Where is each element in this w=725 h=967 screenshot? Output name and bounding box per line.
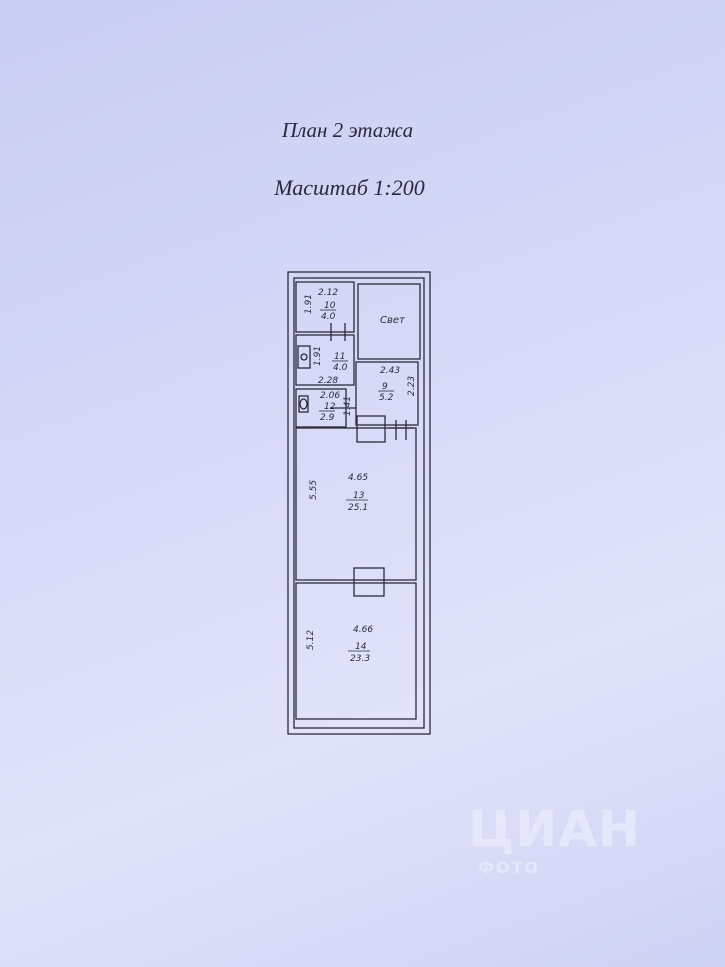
sink-fixture (297, 345, 311, 369)
room-10-dim-top: 2.12 (318, 288, 338, 298)
plan-title: План 2 этажа (281, 118, 414, 142)
room-11-dim-side: 1.91 (313, 346, 323, 366)
watermark-sub: ФОТО (478, 858, 540, 877)
room-9-dim-top: 2.43 (380, 366, 400, 376)
room-11-number: 11 (334, 352, 345, 362)
toilet-fixture (298, 395, 309, 413)
room-10-walls (295, 281, 355, 333)
room-13-walls (295, 427, 417, 581)
door-block-top (356, 415, 386, 443)
room-svet-label: Свет (380, 315, 406, 326)
room-10-number: 10 (324, 301, 336, 311)
outer-wall-inner (293, 277, 425, 729)
room-14-dim-side: 5.12 (306, 630, 316, 650)
room-14-dim-top: 4.66 (353, 625, 373, 635)
door-block-bottom (353, 567, 385, 597)
outer-wall-outer (287, 271, 431, 735)
room-13-area: 25.1 (348, 503, 368, 513)
room-11-walls (295, 334, 355, 386)
room-14-walls (295, 582, 417, 720)
room-9-number: 9 (382, 382, 388, 392)
room-12-dim-side: 1.41 (343, 396, 353, 416)
plan-scale: Масштаб 1:200 (274, 175, 425, 200)
watermark-logo: ЦИАН (468, 800, 641, 858)
room-svet-walls (357, 283, 421, 360)
room-11-area: 4.0 (333, 363, 348, 373)
room-13-dim-side: 5.55 (309, 480, 319, 500)
room-14-number: 14 (355, 642, 367, 652)
room-12-dim-top: 2.06 (320, 391, 340, 401)
room-12-area: 2.9 (320, 413, 335, 423)
room-13-number: 13 (353, 491, 365, 501)
room-9-dim-side: 2.23 (407, 376, 417, 396)
room-10-dim-side: 1.91 (304, 294, 314, 314)
room-11-dim-bottom: 2.28 (318, 376, 338, 386)
room-13-dim-top: 4.65 (348, 473, 368, 483)
room-14-area: 23.3 (350, 654, 370, 664)
room-9-walls (355, 361, 419, 426)
room-9-area: 5.2 (379, 393, 394, 403)
room-12-number: 12 (324, 402, 336, 412)
room-10-area: 4.0 (321, 312, 336, 322)
